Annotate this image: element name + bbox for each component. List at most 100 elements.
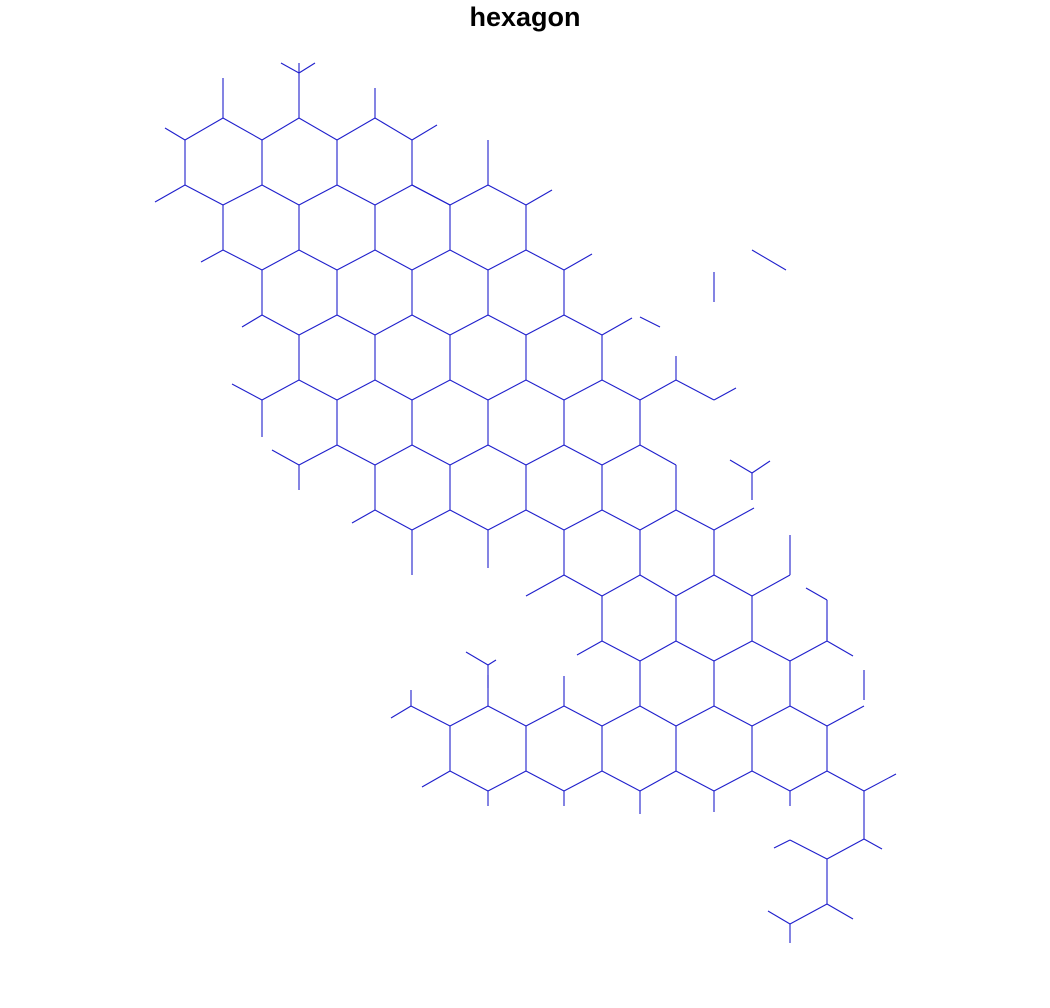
hexagon-edge [222, 184, 263, 206]
hexagon-edge [525, 444, 565, 466]
hexagon-edge [336, 444, 376, 466]
hexagon-edge [449, 705, 489, 727]
hexagon-edge [336, 249, 376, 271]
hexagon-edge [639, 574, 677, 597]
hexagon-edge [411, 509, 451, 531]
hexagon-edge [789, 770, 828, 792]
hexagon-edge [410, 705, 451, 727]
hexagon-edge [639, 379, 677, 401]
hexagon-edge [863, 773, 897, 792]
hexagon-edge [639, 705, 677, 727]
hexagon-edge [713, 574, 753, 597]
hexagon-edge [336, 117, 376, 141]
hexagon-edge [675, 640, 715, 662]
hexagon-edge [231, 383, 263, 401]
hexagon-edge [411, 314, 451, 336]
hexagon-edge [675, 705, 715, 727]
hexagon-edge [675, 379, 715, 401]
hexagon-edge [449, 314, 489, 336]
hexagon-edge [487, 770, 527, 792]
hexagon-edge [390, 705, 412, 719]
hexagon-edge [298, 184, 338, 206]
hexagon-edge [826, 640, 854, 657]
hexagon-edge [601, 705, 641, 727]
hexagon-edge [601, 640, 641, 662]
hexagon-edge [374, 184, 413, 206]
hexagon-edge [374, 444, 413, 466]
hexagon-edge [525, 189, 553, 206]
hexagon-edge [336, 314, 376, 336]
hexagon-edge [563, 444, 603, 466]
hexagon-edge [298, 444, 338, 466]
hexagon-edge [374, 379, 413, 401]
hexagon-edge [154, 184, 186, 203]
hexagon-edge [351, 509, 376, 524]
hexagon-edge [563, 253, 593, 271]
hexagon-edge [449, 379, 489, 401]
hexagon-edge [751, 574, 791, 597]
hexagon-edge [164, 127, 186, 141]
hexagon-edge [601, 444, 641, 466]
hexagon-edge [487, 249, 527, 271]
hexagon-edge [449, 184, 489, 206]
hexagon-edge [751, 460, 771, 474]
hexagon-edge [298, 62, 316, 74]
hexagon-edge [789, 640, 828, 662]
hexagon-edge [411, 249, 451, 271]
hexagon-edge [241, 314, 263, 328]
hexagon-edge [601, 574, 641, 597]
hexagon-edge [525, 770, 565, 792]
hexagon-edge [639, 444, 677, 466]
hexagon-edge [261, 314, 300, 336]
hexagon-edge [487, 705, 527, 727]
hexagon-edge [601, 317, 633, 336]
hexagon-edge [411, 379, 451, 401]
hexagon-edge [789, 839, 828, 860]
hexagon-edge [298, 314, 338, 336]
hexagon-edge [280, 62, 300, 74]
hexagon-edge [261, 249, 300, 271]
hexagon-edge [374, 249, 413, 271]
hexagon-edge [639, 770, 677, 792]
hexagon-edge [826, 705, 865, 727]
hexagon-edge [271, 449, 300, 466]
hexagon-edge [374, 117, 413, 141]
hexagon-edge [751, 640, 791, 662]
hexagon-edge [411, 444, 451, 466]
hexagon-edge [773, 839, 791, 849]
hexagon-edge [421, 770, 451, 788]
hexagon-edge [374, 509, 413, 531]
hexagon-edge [449, 249, 489, 271]
hexagon-edge [487, 314, 527, 336]
hexagon-edge [336, 379, 376, 401]
hexagon-edge [713, 770, 753, 792]
hexagon-edge [826, 770, 865, 792]
hexagon-edge [298, 249, 338, 271]
hexagon-edge [563, 574, 603, 597]
hexagon-edge [465, 651, 489, 666]
hexagon-edge [675, 509, 715, 531]
hexagon-edge [601, 770, 641, 792]
hexagon-edge [487, 659, 497, 666]
hexagon-edge [789, 705, 828, 727]
hexagon-edge [826, 903, 854, 920]
hexagon-edge [222, 249, 263, 271]
hexagon-edge [449, 509, 489, 531]
plot-title: hexagon [469, 2, 581, 32]
hexagon-edge [487, 184, 527, 206]
hexagon-edge [261, 184, 300, 206]
hexagon-edge [298, 379, 338, 401]
hexagon-edge [563, 509, 603, 531]
hexagon-edge [222, 117, 263, 141]
hexagon-edge [576, 640, 603, 656]
hexagon-edge [487, 379, 527, 401]
hexagon-edge [751, 705, 791, 727]
hexagon-edge [563, 770, 603, 792]
hexagon-edge [563, 379, 603, 401]
hexagon-edge [411, 124, 438, 141]
hexagon-edge [639, 640, 677, 662]
hexagon-edge [639, 316, 661, 328]
hexagon-edge [563, 314, 603, 336]
hexagon-edge [563, 705, 603, 727]
